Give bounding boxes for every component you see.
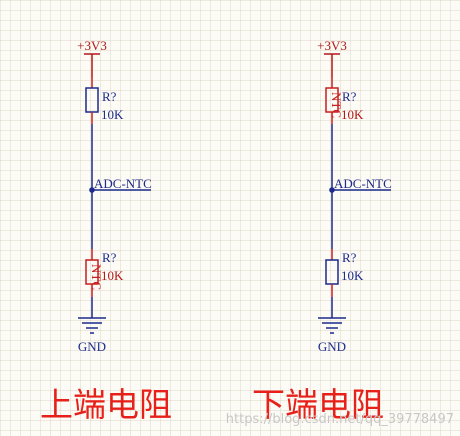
watermark-text: https://blog.csdn.net/qq_39778497 [226, 412, 454, 427]
left-top-resistor-designator: R? [102, 89, 117, 104]
left-bottom-ntc-designator: R? [102, 250, 117, 265]
left-gnd-symbol: GND [78, 297, 106, 354]
left-bottom-ntc: NTC R? 10K [85, 249, 124, 297]
right-vcc-symbol: +3V3 [317, 38, 347, 77]
right-gnd-symbol: GND [318, 297, 346, 354]
left-gnd-label: GND [78, 339, 106, 354]
left-divider-circuit: +3V3 R? 10K ADC-NTC NTC R? 10K [77, 38, 152, 354]
right-top-ntc-value: 10K [341, 107, 364, 122]
right-top-ntc: NTC R? 10K [325, 77, 364, 124]
right-net-label: ADC-NTC [334, 176, 392, 191]
right-gnd-label: GND [318, 339, 346, 354]
left-bottom-ntc-value: 10K [101, 268, 124, 283]
left-caption: 上端电阻 [40, 385, 172, 424]
left-vcc-symbol: +3V3 [77, 38, 107, 77]
left-junction-dot [89, 187, 95, 193]
left-ntc-body-text: NTC [89, 264, 104, 290]
right-vcc-label: +3V3 [317, 38, 347, 53]
right-top-ntc-designator: R? [342, 89, 357, 104]
left-top-resistor: R? 10K [85, 77, 124, 124]
right-junction-dot [329, 187, 335, 193]
right-divider-circuit: +3V3 NTC R? 10K ADC-NTC R? 10K [317, 38, 392, 354]
right-caption: 下端电阻 [252, 385, 384, 424]
right-ntc-body-text: NTC [329, 92, 344, 118]
left-vcc-label: +3V3 [77, 38, 107, 53]
right-bottom-resistor: R? 10K [325, 249, 364, 297]
right-bottom-resistor-value: 10K [341, 268, 364, 283]
left-top-resistor-value: 10K [101, 107, 124, 122]
left-net-label: ADC-NTC [94, 176, 152, 191]
right-bottom-resistor-designator: R? [342, 250, 357, 265]
